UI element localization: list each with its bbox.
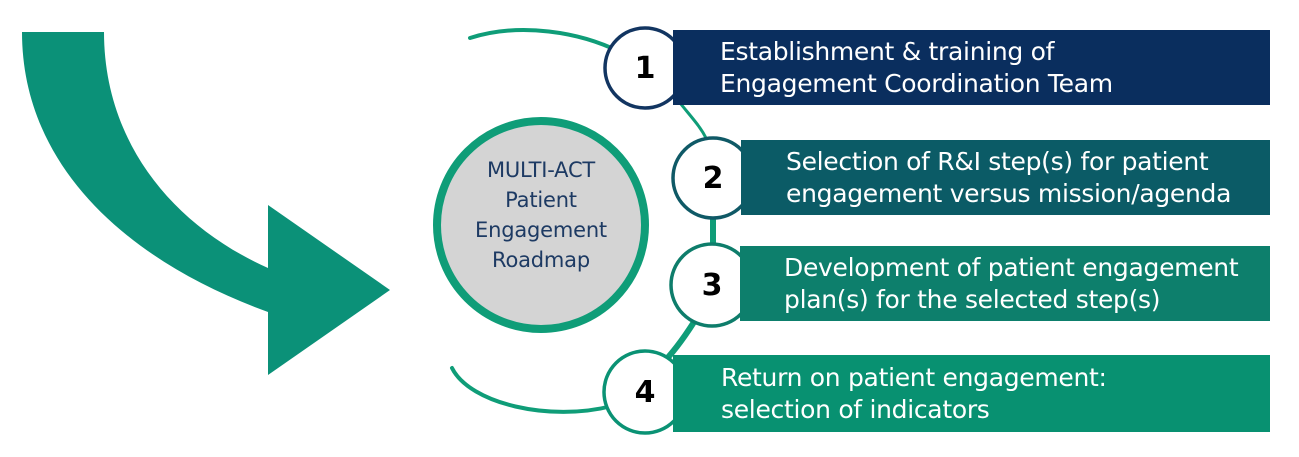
step-banner-2[interactable]: Selection of R&I step(s) for patient eng…: [741, 140, 1270, 215]
connector-arc-top: [468, 28, 622, 54]
step-3-line-1: Development of patient engagement: [784, 252, 1239, 282]
step-2-line-1: Selection of R&I step(s) for patient: [786, 146, 1209, 176]
step-2-line-2: engagement versus mission/agenda: [786, 178, 1232, 208]
hub-circle: [433, 117, 649, 333]
step-banner-3[interactable]: Development of patient engagement plan(s…: [740, 246, 1270, 321]
step-4-line-1: Return on patient engagement:: [721, 362, 1107, 392]
curved-green-arrow: [22, 32, 390, 375]
step-1-line-1: Establishment & training of: [720, 36, 1055, 66]
step-banner-4[interactable]: Return on patient engagement: selection …: [673, 355, 1270, 432]
step-1-line-2: Engagement Coordination Team: [720, 68, 1113, 98]
step-banner-1[interactable]: Establishment & training of Engagement C…: [673, 30, 1270, 105]
step-3-line-2: plan(s) for the selected step(s): [784, 284, 1161, 314]
connector-arc-bottom: [450, 366, 614, 414]
step-4-line-2: selection of indicators: [721, 394, 990, 424]
